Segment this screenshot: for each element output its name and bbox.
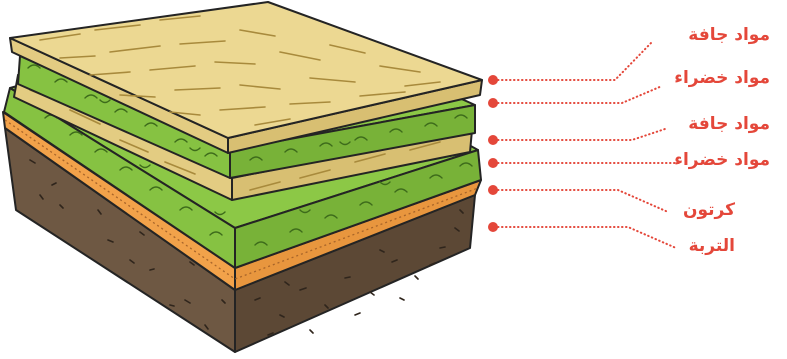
marker-dot-cardboard [488,185,498,195]
label-dry-material-middle: مواد جافة [688,114,770,134]
marker-dot-green-upper [488,98,498,108]
label-cardboard: كرتون [682,200,735,220]
leader-lines [497,41,681,249]
marker-dot-green-lower [488,158,498,168]
marker-dot-soil [488,222,498,232]
label-green-material-lower: مواد خضراء [674,150,770,170]
leader-line-dry-middle [497,127,669,141]
leader-line-green-upper [497,85,663,104]
leader-line-soil [497,226,677,249]
label-soil: التربة [688,236,735,256]
marker-dot-dry-middle [488,135,498,145]
marker-dot-dry-top [488,75,498,85]
label-dry-material-top: مواد جافة [688,25,770,45]
top-dry-layer [9,1,483,154]
label-green-material-upper: مواد خضراء [674,68,770,88]
leader-line-cardboard [497,189,669,213]
marker-dots [488,75,498,232]
leader-line-dry-top [497,41,653,81]
